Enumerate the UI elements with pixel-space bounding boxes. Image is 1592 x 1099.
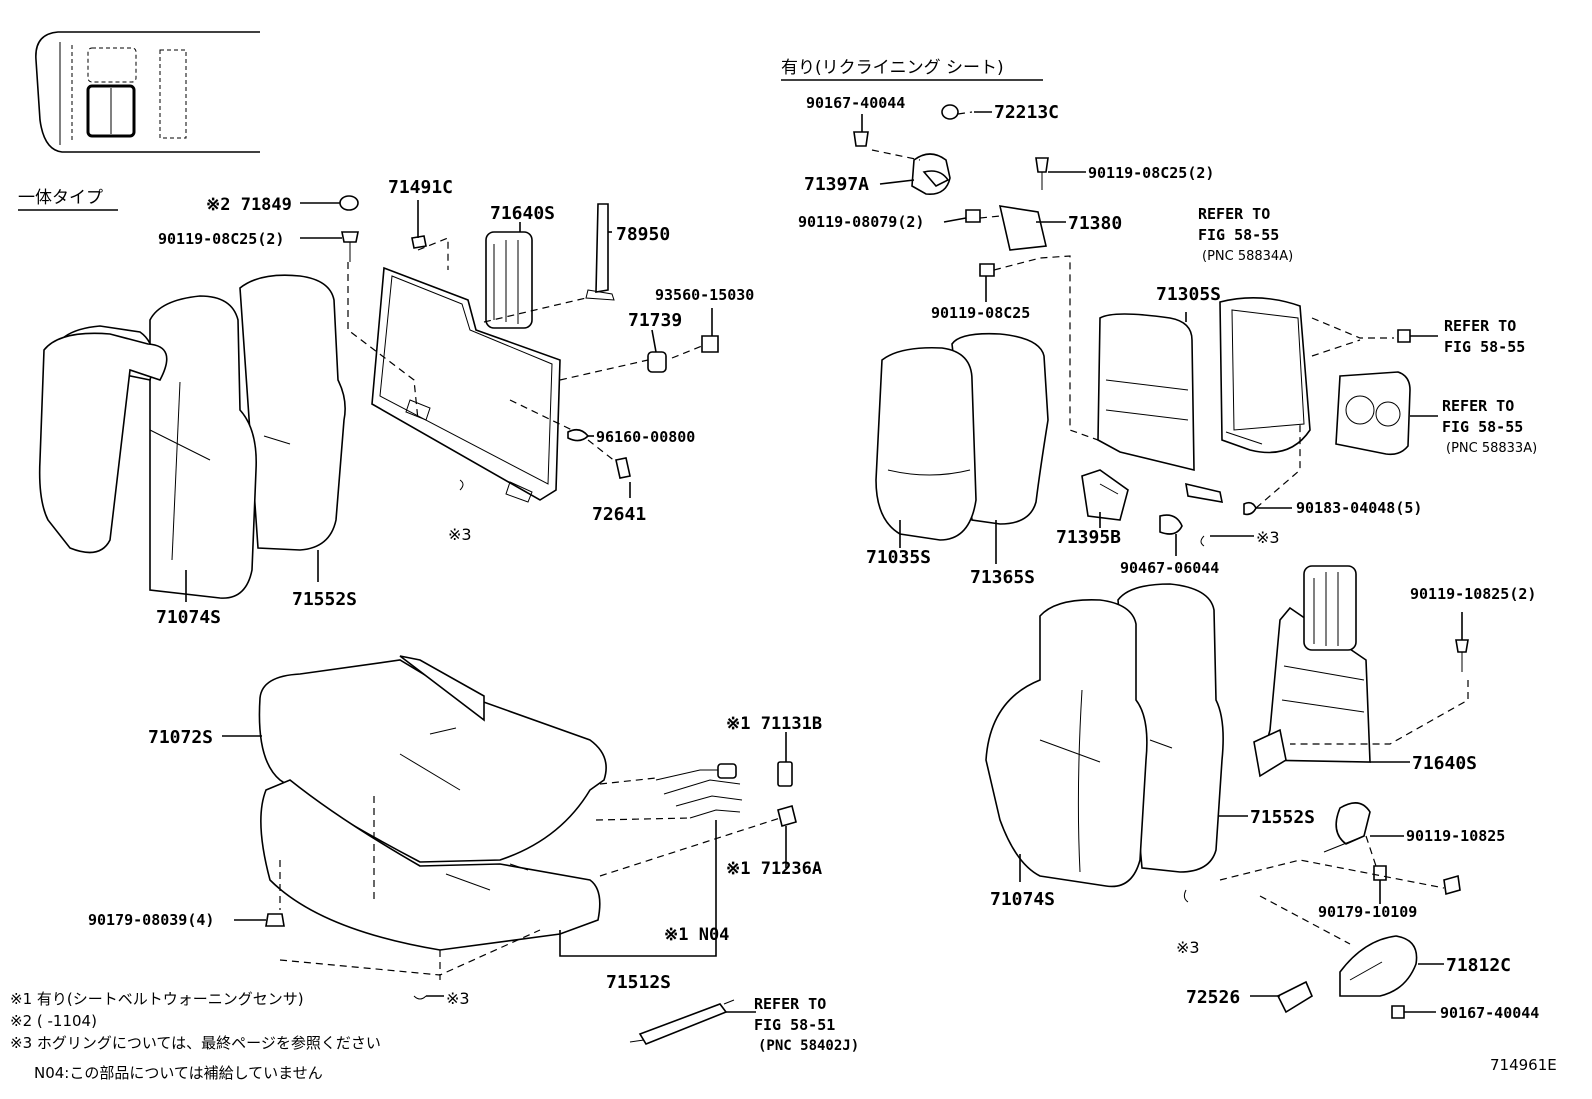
label-71305s: 71305S bbox=[1156, 284, 1221, 305]
seatback-frame-left bbox=[371, 231, 561, 503]
cupholder-tray bbox=[1335, 371, 1411, 456]
note-1: ※1 有り(シートベルトウォーニングセンサ) bbox=[10, 990, 304, 1008]
nut-90179-08039 bbox=[265, 913, 285, 927]
label-71397a: 71397A bbox=[804, 174, 869, 195]
figure-code: 714961E bbox=[1490, 1056, 1557, 1074]
header-reclining-seat: 有り(リクライニング シート) bbox=[781, 58, 1004, 78]
label-90179-10109: 90179-10109 bbox=[1318, 903, 1417, 921]
label-71072s: 71072S bbox=[148, 727, 213, 748]
ref-fig-a-line2: FIG 58-55 bbox=[1444, 338, 1525, 356]
label-90179-08039-4: 90179-08039(4) bbox=[88, 911, 214, 929]
label-90119-08079-2: 90119-08079(2) bbox=[798, 213, 924, 231]
note-n04: N04:この部品については補給していません bbox=[34, 1064, 323, 1082]
vehicle-locator-icon bbox=[35, 31, 260, 153]
label-71552s-right: 71552S bbox=[1250, 807, 1315, 828]
header-integrated-type: 一体タイプ bbox=[18, 188, 103, 208]
label-72213c: 72213C bbox=[994, 102, 1059, 123]
headrest-stay bbox=[585, 203, 615, 301]
label-93560-15030: 93560-15030 bbox=[655, 286, 754, 304]
label-71380: 71380 bbox=[1068, 213, 1122, 234]
ref-58833a-line1: REFER TO bbox=[1442, 397, 1514, 415]
label-n04: ※1 N04 bbox=[664, 925, 729, 945]
label-71739: 71739 bbox=[628, 310, 682, 331]
seatback-frame-right-lower bbox=[1253, 565, 1371, 853]
label-71074s-right: 71074S bbox=[990, 889, 1055, 910]
label-ref3-right: ※3 bbox=[1176, 938, 1200, 957]
cover-72526 bbox=[1276, 980, 1314, 1014]
label-78950: 78950 bbox=[616, 224, 670, 245]
seat-cushion bbox=[258, 655, 607, 980]
ref-58833a-line2: FIG 58-55 bbox=[1442, 418, 1523, 436]
label-71035s: 71035S bbox=[866, 547, 931, 568]
label-72641: 72641 bbox=[592, 504, 646, 525]
ref-58834a-line1: REFER TO bbox=[1198, 205, 1270, 223]
label-72526: 72526 bbox=[1186, 987, 1240, 1008]
seatback-right-lower bbox=[985, 583, 1224, 888]
recliner-cover bbox=[911, 153, 951, 195]
label-90119-10825-2: 90119-10825(2) bbox=[1410, 585, 1536, 603]
seatbelt-part bbox=[629, 999, 735, 1045]
label-71849: ※2 71849 bbox=[206, 195, 292, 215]
ref-58834a-line2: FIG 58-55 bbox=[1198, 226, 1279, 244]
seatback-split-pair bbox=[875, 332, 1049, 541]
label-71640s-top: 71640S bbox=[490, 203, 555, 224]
ref-fig-a-line1: REFER TO bbox=[1444, 317, 1516, 335]
label-71512s: 71512S bbox=[606, 972, 671, 993]
ref-58834a-line3: (PNC 58834A) bbox=[1202, 249, 1293, 264]
label-71365s: 71365S bbox=[970, 567, 1035, 588]
ref-58402j-line3: (PNC 58402J) bbox=[758, 1038, 859, 1054]
label-71491c: 71491C bbox=[388, 177, 453, 198]
label-71552s-left: 71552S bbox=[292, 589, 357, 610]
label-96160-00800: 96160-00800 bbox=[596, 428, 695, 446]
label-90167-40044-bottom: 90167-40044 bbox=[1440, 1004, 1539, 1022]
label-71074s-left: 71074S bbox=[156, 607, 221, 628]
label-90119-08c25-right: 90119-08C25 bbox=[931, 304, 1030, 322]
label-71395b: 71395B bbox=[1056, 527, 1121, 548]
note-3: ※3 ホグリングについては、最終ページを参照ください bbox=[10, 1034, 381, 1052]
label-90467-06044: 90467-06044 bbox=[1120, 559, 1219, 577]
backboard-panel bbox=[1219, 297, 1311, 454]
recliner-knob-cover bbox=[1339, 935, 1418, 997]
label-ref3-bottom: ※3 bbox=[446, 989, 470, 1008]
label-90119-08c25-2-right: 90119-08C25(2) bbox=[1088, 164, 1214, 182]
label-90183-04048-5: 90183-04048(5) bbox=[1296, 499, 1422, 517]
ref-58402j-line1: REFER TO bbox=[754, 995, 826, 1013]
label-71131b: ※1 71131B bbox=[726, 714, 822, 734]
seatback-left-cushion bbox=[38, 274, 346, 599]
ref-58833a-line3: (PNC 58833A) bbox=[1446, 441, 1537, 456]
belt-sensor-harness bbox=[595, 761, 797, 877]
ref-58402j-line2: FIG 58-51 bbox=[754, 1016, 835, 1034]
label-90119-10825: 90119-10825 bbox=[1406, 827, 1505, 845]
label-ref3-mid: ※3 bbox=[1256, 528, 1280, 547]
recliner-hinge bbox=[998, 205, 1047, 251]
note-2: ※2 ( -1104) bbox=[10, 1012, 97, 1030]
label-71812c: 71812C bbox=[1446, 955, 1511, 976]
label-90119-08c25-2-left: 90119-08C25(2) bbox=[158, 230, 284, 248]
seatback-frame-right bbox=[1081, 313, 1224, 521]
label-71236a: ※1 71236A bbox=[726, 859, 822, 879]
label-71640s-right: 71640S bbox=[1412, 753, 1477, 774]
label-ref3-left: ※3 bbox=[448, 525, 472, 544]
label-90167-40044-top: 90167-40044 bbox=[806, 94, 905, 112]
